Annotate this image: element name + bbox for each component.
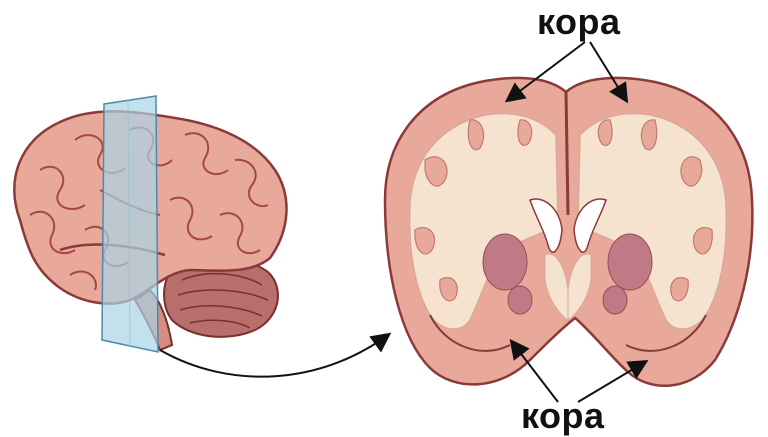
lateral-ventricles <box>529 198 607 253</box>
transition-arrow <box>159 332 392 378</box>
cortex-label-top: кора <box>537 1 621 42</box>
basal-ganglia <box>482 233 653 315</box>
cut-plane <box>101 95 159 353</box>
cortex-label-bottom: кора <box>521 395 605 436</box>
coronal-section-icon <box>383 76 754 387</box>
label-pointers <box>504 41 649 403</box>
